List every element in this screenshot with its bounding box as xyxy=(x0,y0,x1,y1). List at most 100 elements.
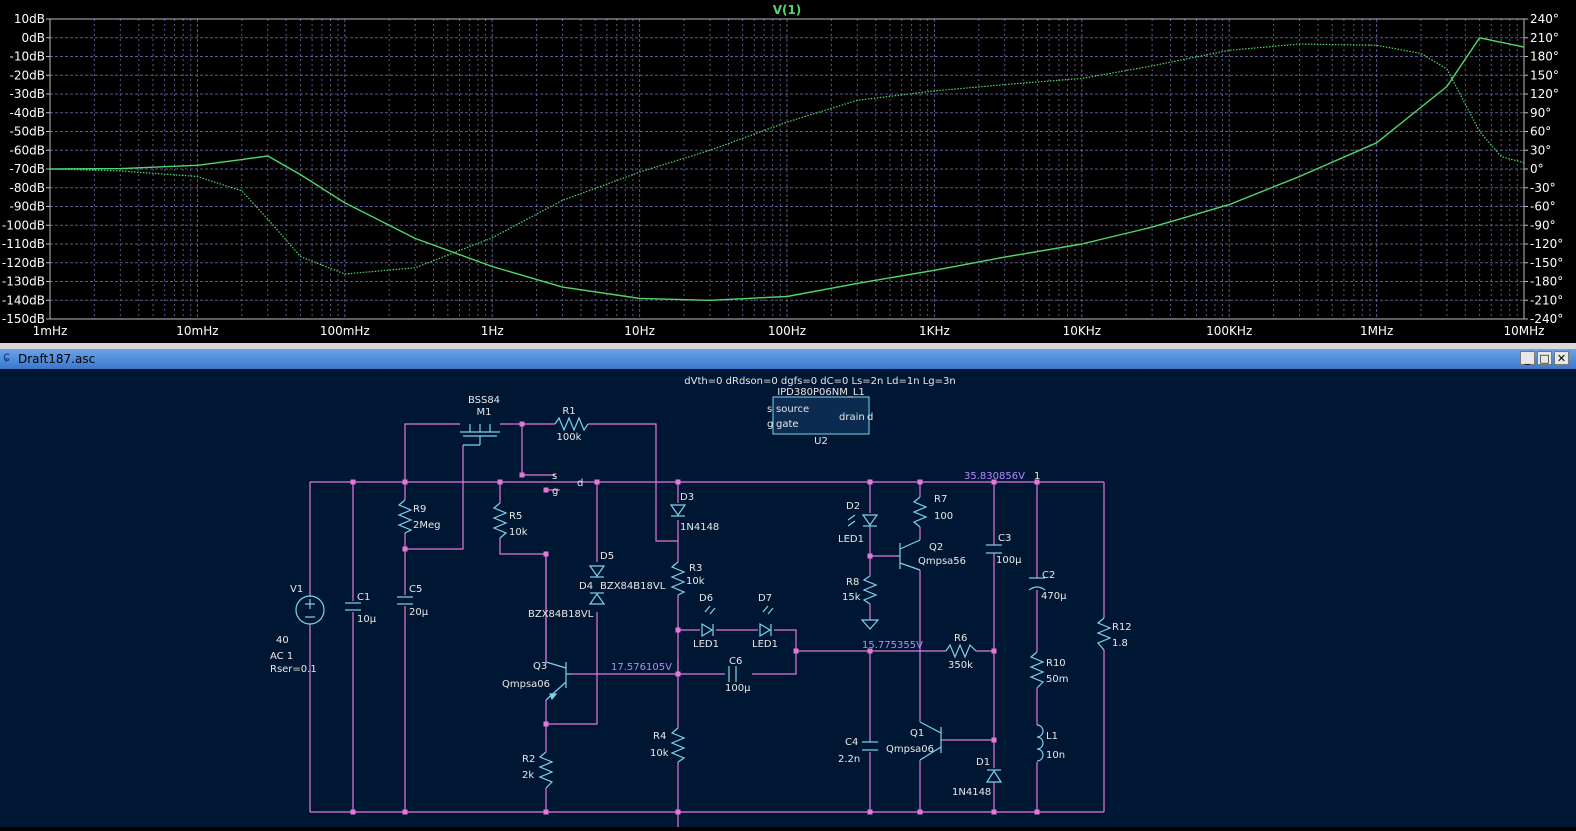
c5-ref: C5 xyxy=(409,584,422,595)
wire-junction xyxy=(917,809,923,815)
r2-value: 2k xyxy=(522,770,534,781)
x-tick-label: 1KHz xyxy=(919,324,950,338)
x-tick-label: 1Hz xyxy=(481,324,504,338)
r4-value: 10k xyxy=(650,748,669,759)
wire-junction xyxy=(543,487,549,493)
wire-junction xyxy=(519,421,525,427)
y-tick-label: -80dB xyxy=(10,181,45,195)
r3-value: 10k xyxy=(686,576,705,587)
c2-ref: C2 xyxy=(1042,570,1055,581)
r12-value: 1.8 xyxy=(1112,638,1128,649)
magnitude-trace[interactable] xyxy=(49,37,1525,301)
l1-value: 10n xyxy=(1046,750,1065,761)
x-tick-label: 100mHz xyxy=(320,324,370,338)
wire-junction xyxy=(991,479,997,485)
maximize-button[interactable]: □ xyxy=(1537,351,1552,365)
junctions xyxy=(350,421,1040,815)
y2-tick-label: -60° xyxy=(1530,200,1556,214)
r12-ref: R12 xyxy=(1112,622,1132,633)
y2-tick-label: -150° xyxy=(1530,256,1563,270)
c1-ref: C1 xyxy=(357,592,370,603)
y-tick-label: 0dB xyxy=(22,31,45,45)
d7-model: LED1 xyxy=(752,639,778,650)
trace-label-v1[interactable]: V(1) xyxy=(773,3,802,17)
v1-symbol xyxy=(295,595,325,625)
y2-tick-label: -30° xyxy=(1530,181,1556,195)
r7-value: 100 xyxy=(934,511,953,522)
d7-ref: D7 xyxy=(758,593,772,604)
net-label-s: s xyxy=(552,471,557,482)
c1-value: 10µ xyxy=(357,614,377,625)
y2-tick-label: 240° xyxy=(1530,12,1559,26)
c4-ref: C4 xyxy=(845,737,858,748)
traces xyxy=(49,37,1525,301)
u2-ref: U2 xyxy=(814,436,828,447)
wire-junction xyxy=(402,546,408,552)
node-voltage-q2-node[interactable]: 15.775355V xyxy=(862,640,923,651)
wire-junction xyxy=(991,737,997,743)
y2-tick-label: -240° xyxy=(1530,312,1563,326)
node-voltage-top-rail[interactable]: 35.830856V xyxy=(964,471,1025,482)
m1-model: BSS84 xyxy=(468,395,500,406)
wire-junction xyxy=(793,648,799,654)
u2-pin-source: source xyxy=(776,404,809,415)
d1-ref: D1 xyxy=(976,757,990,768)
y2-tick-label: 90° xyxy=(1530,106,1551,120)
y-tick-label: -150dB xyxy=(2,312,45,326)
r5-ref: R5 xyxy=(509,511,522,522)
y2-tick-label: 0° xyxy=(1530,162,1544,176)
wire-junction xyxy=(991,648,997,654)
schematic-window-title: Draft187.asc xyxy=(18,352,96,366)
q3-ref: Q3 xyxy=(533,661,547,672)
y-tick-label: -120dB xyxy=(2,256,45,270)
u2-pin-gate: gate xyxy=(776,419,799,430)
plot-grid xyxy=(49,19,1525,319)
r6-ref: R6 xyxy=(954,633,967,644)
pane-divider[interactable] xyxy=(0,343,1576,349)
r4-ref: R4 xyxy=(653,731,666,742)
c5-value: 20µ xyxy=(409,607,429,618)
wire-junction xyxy=(867,809,873,815)
y2-tick-label: -90° xyxy=(1530,218,1556,232)
x-tick-label: 10MHz xyxy=(1504,324,1545,338)
y2-tick-label: -180° xyxy=(1530,275,1563,289)
d4-model: BZX84B18VL xyxy=(600,581,666,592)
y-tick-label: -130dB xyxy=(2,275,45,289)
ltspice-app-icon: ɕ xyxy=(3,350,11,365)
wire-junction xyxy=(867,479,873,485)
r2-ref: R2 xyxy=(522,754,535,765)
u2-block[interactable] xyxy=(772,396,870,435)
wire-junction xyxy=(1034,479,1040,485)
d6-ref: D6 xyxy=(699,593,713,604)
r9-ref: R9 xyxy=(413,504,426,515)
q1-model: Qmpsa06 xyxy=(886,744,934,755)
schematic-window-titlebar[interactable]: ɕ Draft187.asc _ □ ✕ xyxy=(0,349,1576,369)
d5-ref: D5 xyxy=(600,551,614,562)
y2-tick-label: -120° xyxy=(1530,237,1563,251)
minimize-button[interactable]: _ xyxy=(1520,351,1535,365)
spice-directive[interactable]: dVth=0 dRdson=0 dgfs=0 dC=0 Ls=2n Ld=1n … xyxy=(684,376,955,387)
phase-trace[interactable] xyxy=(49,43,1525,275)
r1-value: 100k xyxy=(557,432,582,443)
v1-ref: V1 xyxy=(290,584,303,595)
y-tick-label: -10dB xyxy=(10,50,45,64)
c3-ref: C3 xyxy=(998,533,1011,544)
close-button[interactable]: ✕ xyxy=(1554,351,1569,365)
x-tick-label: 100Hz xyxy=(768,324,806,338)
schematic-canvas[interactable]: dVth=0 dRdson=0 dgfs=0 dC=0 Ls=2n Ld=1n … xyxy=(0,369,1576,827)
wire-junction xyxy=(867,553,873,559)
bode-plot[interactable]: 10dB0dB-10dB-20dB-30dB-40dB-50dB-60dB-70… xyxy=(0,0,1576,343)
q2-ref: Q2 xyxy=(929,542,943,553)
wire-junction xyxy=(519,472,525,478)
c2-value: 470µ xyxy=(1041,591,1067,602)
wire-junction xyxy=(594,479,600,485)
v1-rser: Rser=0.1 xyxy=(270,664,317,675)
wire-junction xyxy=(402,479,408,485)
y-tick-label: -40dB xyxy=(10,106,45,120)
r10-value: 50m xyxy=(1046,674,1068,685)
wire-junction xyxy=(543,721,549,727)
wire-junction xyxy=(675,809,681,815)
node-voltage-q3-base[interactable]: 17.576105V xyxy=(611,662,672,673)
y-tick-label: -30dB xyxy=(10,87,45,101)
